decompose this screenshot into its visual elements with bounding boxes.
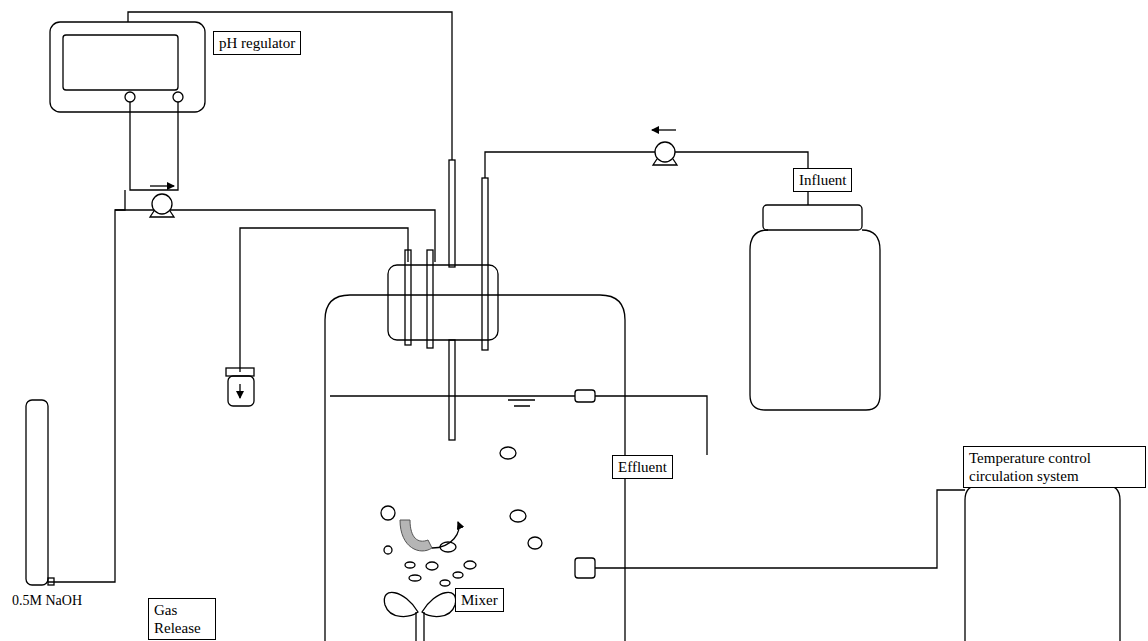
label-text: Temperature control circulation system [969,449,1140,485]
label-text: Effluent [618,458,667,476]
port-label: Effluent [612,455,673,479]
label-text: Gas Release [154,601,210,637]
label-text: pH regulator [219,34,295,52]
device-label: pH regulator [213,31,301,55]
label-text: Mixer [461,591,498,609]
reagent-label: 0.5M NaOH [12,592,82,609]
bottle-label: Gas Release [148,598,216,640]
system-label: Temperature control circulation system [963,446,1146,488]
tank-label: Influent [793,168,852,192]
mixer-label: Mixer [455,588,504,612]
label-text: Influent [799,171,846,189]
